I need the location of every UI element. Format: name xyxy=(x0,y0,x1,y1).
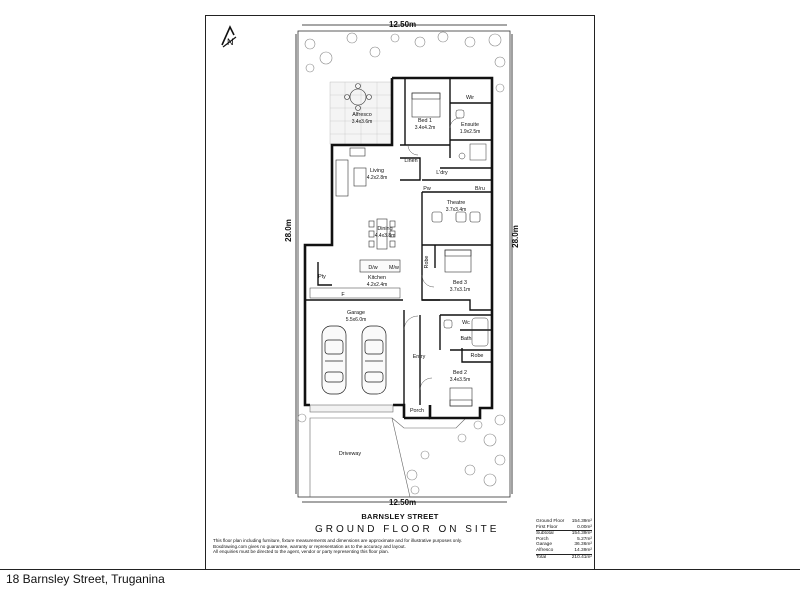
svg-text:N: N xyxy=(227,37,234,47)
pw-label: Pw xyxy=(423,186,431,192)
bed3-label: Bed 3 xyxy=(453,280,467,286)
alfresco-size: 3.4x3.6m xyxy=(352,119,373,125)
bath-fixtures xyxy=(443,317,489,347)
top-dimension: 12.50m xyxy=(389,20,417,29)
wir-label: Wir xyxy=(466,95,474,101)
compass-icon: N xyxy=(221,25,237,48)
area-summary: Ground Floor 154.39m² First Floor 0.00m² S… xyxy=(536,519,592,560)
area-value: 210.41m² xyxy=(571,554,592,560)
area-value: 36.36m² xyxy=(574,542,592,548)
linen-label: Linen xyxy=(404,158,417,164)
garage-door xyxy=(309,404,394,413)
ensuite-fixtures xyxy=(455,109,487,161)
disclaimer: This floor plan including furniture, fix… xyxy=(213,538,513,555)
kitchen-bench xyxy=(309,287,401,299)
garage-label: Garage xyxy=(347,310,365,316)
porch-label: Porch xyxy=(410,408,424,414)
driveway-label: Driveway xyxy=(339,451,361,457)
bru-label: B/ru xyxy=(475,186,485,192)
property-address: 18 Barnsley Street, Truganina xyxy=(6,572,165,586)
area-row: Alfresco 14.39m² xyxy=(536,548,592,554)
dining-label: Dining xyxy=(377,226,392,232)
left-dimension: 28.0m xyxy=(283,219,293,242)
disclaimer-line: This floor plan including furniture, fix… xyxy=(213,538,463,543)
bed1-bed xyxy=(411,92,441,118)
dining-size: 4.4x3.8m xyxy=(375,233,396,239)
street-name: BARNSLEY STREET xyxy=(361,512,439,521)
room-labels: Alfresco 3.4x3.6m Bed 1 3.4x4.2m Wir Ens… xyxy=(318,95,485,457)
bed1-label: Bed 1 xyxy=(418,118,432,124)
area-value: 14.39m² xyxy=(574,547,592,553)
kitchen-size: 4.2x2.4m xyxy=(367,282,388,288)
landscaping-trees xyxy=(297,31,506,495)
bed1-size: 3.4x4.2m xyxy=(415,125,436,131)
area-row: Total 210.41m² xyxy=(536,553,592,561)
area-label: First Floor xyxy=(536,524,558,530)
area-label: Garage xyxy=(536,542,552,548)
bath-label: Bath xyxy=(460,336,471,342)
site-boundary xyxy=(297,30,511,498)
kitchen-island xyxy=(359,259,401,273)
area-row: Garage 36.36m² xyxy=(536,542,592,548)
internal-walls xyxy=(305,78,492,405)
divider xyxy=(0,569,800,570)
bed3-bed xyxy=(444,249,472,273)
dimension-lines xyxy=(295,24,513,503)
ensuite-size: 1.9x2.5m xyxy=(460,129,481,135)
bed3-size: 3.7x3.1m xyxy=(450,287,471,293)
bed2-size: 3.4x3.5m xyxy=(450,377,471,383)
disclaimer-line: All enquiries must be directed to the ag… xyxy=(213,549,389,555)
living-size: 4.2x2.8m xyxy=(367,175,388,181)
car-left-icon xyxy=(321,325,347,395)
door-swings xyxy=(403,117,461,391)
robe2-label: Robe xyxy=(471,353,484,359)
floor-title: GROUND FLOOR ON SITE xyxy=(315,524,500,535)
bed2-label: Bed 2 xyxy=(453,370,467,376)
alfresco-paving xyxy=(329,81,393,145)
area-label: Total xyxy=(536,554,547,560)
garage-size: 5.5x6.0m xyxy=(346,317,367,323)
area-row: Subtotal 154.39m² xyxy=(536,530,592,537)
kitchen-label: Kitchen xyxy=(368,275,386,281)
fridge-label: F xyxy=(341,292,345,298)
area-row: Porch 5.27m² xyxy=(536,537,592,543)
area-value: 154.39m² xyxy=(571,531,592,537)
area-label: Alfresco xyxy=(536,547,554,553)
area-value: 0.00m² xyxy=(577,524,592,530)
ldry-label: L'dry xyxy=(436,170,448,176)
pty-label: Pty xyxy=(318,274,326,280)
robe1-label: Robe xyxy=(424,256,430,269)
area-row: First Floor 0.00m² xyxy=(536,525,592,531)
driveway-area xyxy=(309,417,411,498)
area-label: Ground Floor xyxy=(536,519,565,524)
ensuite-label: Ensuite xyxy=(461,122,479,128)
car-right-icon xyxy=(361,325,387,395)
area-label: Subtotal xyxy=(536,531,554,537)
area-label: Porch xyxy=(536,536,549,542)
mw-label: M/w xyxy=(389,265,399,271)
dining-table xyxy=(368,218,396,250)
dw-label: D/w xyxy=(368,265,377,271)
entry-label: Entry xyxy=(413,354,426,360)
theatre-label: Theatre xyxy=(447,200,466,206)
living-label: Living xyxy=(370,168,384,174)
theatre-seating xyxy=(431,211,481,223)
disclaimer-line: Boxdrawing.com gives no guarantee, warra… xyxy=(213,543,406,549)
bottom-dimension: 12.50m xyxy=(389,498,417,507)
living-sofa xyxy=(335,147,367,197)
outdoor-table xyxy=(344,83,372,111)
area-row: Ground Floor 154.39m² xyxy=(536,519,592,525)
path xyxy=(391,417,467,429)
wc-label: Wc xyxy=(462,320,470,326)
theatre-size: 3.7x3.4m xyxy=(446,207,467,213)
area-value: 154.39m² xyxy=(571,519,592,524)
alfresco-label: Alfresco xyxy=(352,112,371,118)
bed2-bed xyxy=(449,387,473,407)
area-value: 5.27m² xyxy=(577,536,592,542)
right-dimension: 28.0m xyxy=(510,225,520,248)
